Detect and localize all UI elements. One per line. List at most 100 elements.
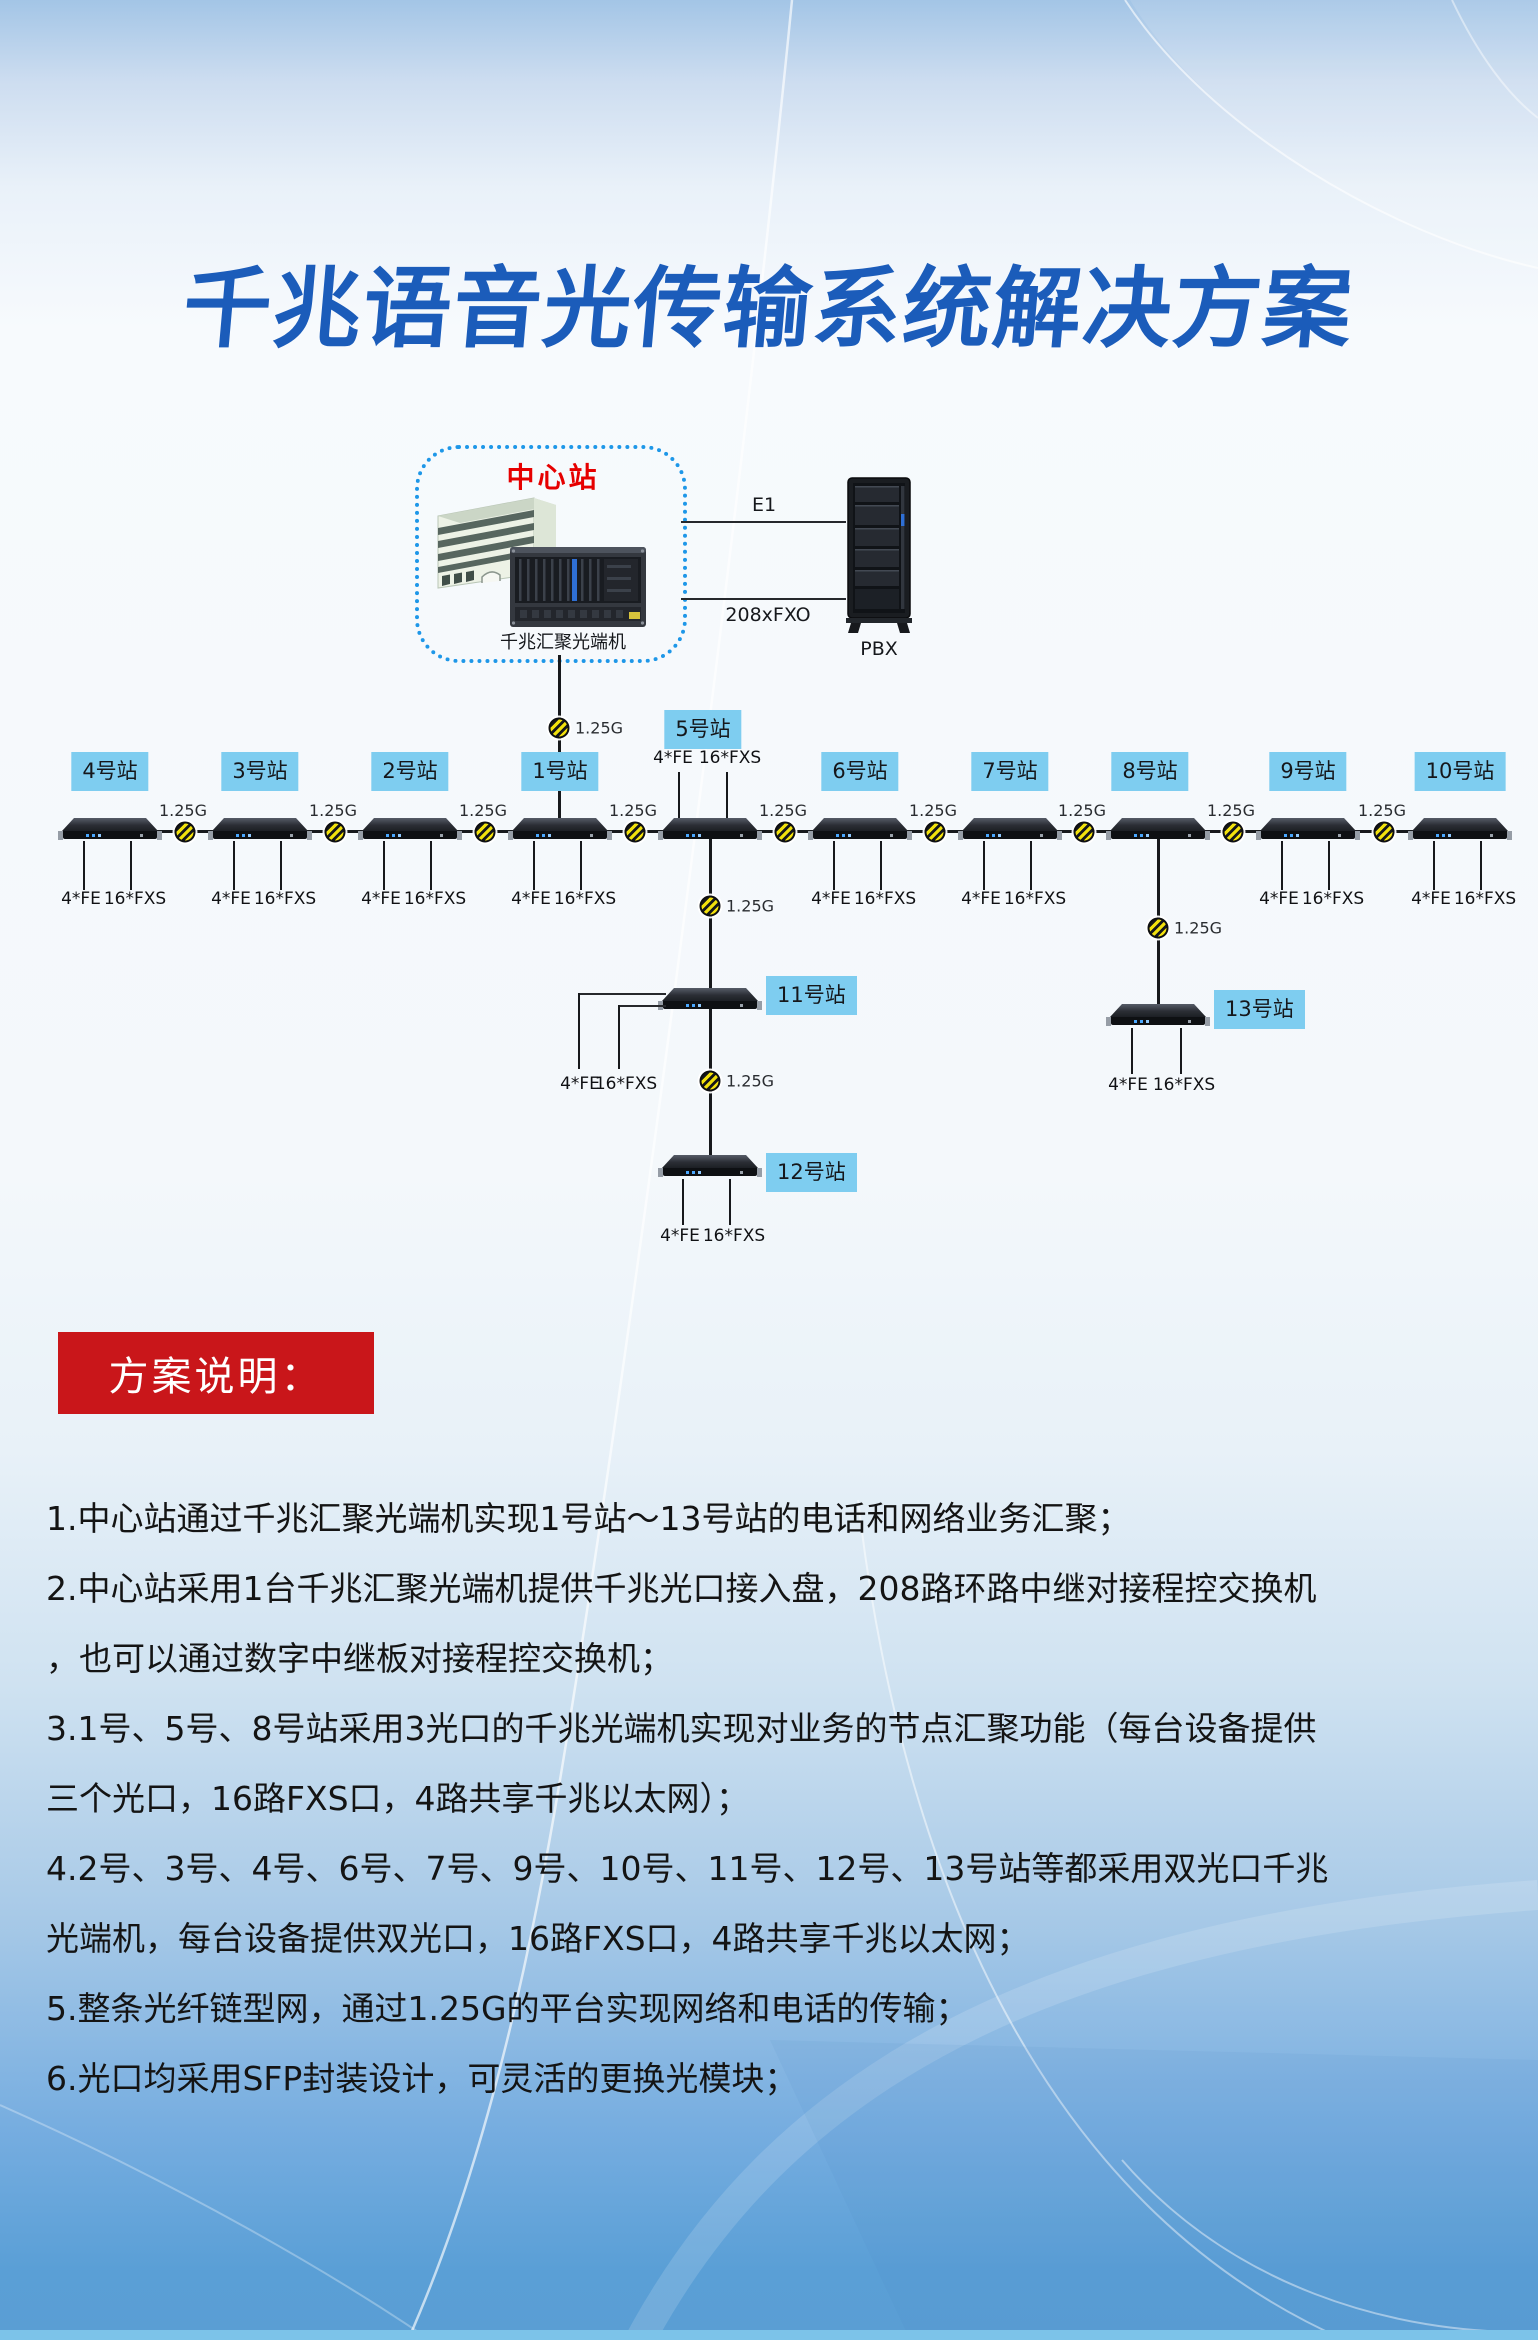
- station-label-4: 4号站: [71, 752, 149, 791]
- port-line: [833, 841, 835, 890]
- station-device-8: [1106, 818, 1210, 842]
- link-speed-label: 1.25G: [1206, 801, 1256, 820]
- port-line: [1030, 841, 1032, 890]
- port-label-fxs: 16*FXS: [1152, 1075, 1216, 1095]
- port-line: [729, 1179, 731, 1225]
- station-label-13: 13号站: [1214, 990, 1305, 1029]
- station-label-5: 5号站: [664, 710, 742, 749]
- fiber-link-icon: [924, 821, 946, 843]
- port-label-fxs: 16*FXS: [1453, 889, 1517, 909]
- note-line: 3.1号、5号、8号站采用3光口的千兆光端机实现对业务的节点汇聚功能（每台设备提…: [46, 1709, 1317, 1748]
- port-label-fe: 4*FE: [211, 889, 251, 909]
- fiber-link-icon: [474, 821, 496, 843]
- port-line: [726, 772, 728, 818]
- port-label-fe: 4*FE: [811, 889, 851, 909]
- link-speed-label: 1.25G: [908, 801, 958, 820]
- port-line: [1480, 841, 1482, 890]
- station-device-12: [658, 1155, 762, 1179]
- link-speed-label: 1.25G: [1357, 801, 1407, 820]
- port-line: [983, 841, 985, 890]
- fiber-link-icon: [699, 895, 721, 917]
- e1-label: E1: [751, 494, 777, 516]
- port-label-fe: 4*FE: [1259, 889, 1299, 909]
- port-line: [578, 993, 666, 995]
- aggregation-device-label: 千兆汇聚光端机: [500, 632, 626, 653]
- port-label-fxs: 16*FXS: [698, 748, 762, 768]
- fiber-link-icon: [699, 1070, 721, 1092]
- port-label-fe: 4*FE: [961, 889, 1001, 909]
- center-station-label: 中心站: [506, 461, 600, 494]
- port-label-fe: 4*FE: [1411, 889, 1451, 909]
- note-line: 4.2号、3号、4号、6号、7号、9号、10号、11号、12号、13号站等都采用…: [46, 1849, 1329, 1888]
- station-label-3: 3号站: [221, 752, 299, 791]
- port-line: [1328, 841, 1330, 890]
- fiber-link-icon: [1147, 917, 1169, 939]
- station-label-10: 10号站: [1414, 752, 1506, 791]
- port-label-fxs: 16*FXS: [1301, 889, 1365, 909]
- port-label-fe: 4*FE: [61, 889, 101, 909]
- port-label-fxs: 16*FXS: [702, 1226, 766, 1246]
- port-label-fxs: 16*FXS: [853, 889, 917, 909]
- note-line: 1.中心站通过千兆汇聚光端机实现1号站～13号站的电话和网络业务汇聚；: [46, 1499, 1131, 1538]
- port-line: [1281, 841, 1283, 890]
- link-speed-label: 1.25G: [575, 718, 624, 738]
- station-label-7: 7号站: [971, 752, 1049, 791]
- note-line: 2.中心站采用1台千兆汇聚光端机提供千兆光口接入盘，208路环路中继对接程控交换…: [46, 1569, 1317, 1608]
- link-speed-label: 1.25G: [1057, 801, 1107, 820]
- station-device-7: [958, 818, 1062, 842]
- notes-block: 1.中心站通过千兆汇聚光端机实现1号站～13号站的电话和网络业务汇聚； 2.中心…: [46, 1484, 1524, 2114]
- fiber-link-icon: [1373, 821, 1395, 843]
- fiber-link-icon: [774, 821, 796, 843]
- station-device-4: [58, 818, 162, 842]
- port-line: [578, 993, 580, 1069]
- fiber-link-icon: [324, 821, 346, 843]
- pbx-rack-icon: [846, 477, 912, 633]
- fiber-link-icon: [1222, 821, 1244, 843]
- port-line: [618, 1005, 620, 1069]
- aggregation-chassis-icon: [510, 547, 646, 627]
- link-speed-label: 1.25G: [158, 801, 208, 820]
- port-label-fxs: 16*FXS: [103, 889, 167, 909]
- link-speed-label: 1.25G: [608, 801, 658, 820]
- port-label-fxs: 16*FXS: [253, 889, 317, 909]
- port-label-fe: 4*FE: [361, 889, 401, 909]
- link-speed-label: 1.25G: [758, 801, 808, 820]
- port-line: [682, 1179, 684, 1225]
- fiber-link-icon: [548, 717, 570, 739]
- station-device-6: [808, 818, 912, 842]
- port-line: [83, 841, 85, 890]
- center-station-box: [415, 445, 687, 663]
- port-line: [430, 841, 432, 890]
- note-line: ，也可以通过数字中继板对接程控交换机；: [46, 1639, 673, 1678]
- e1-link-line: [681, 521, 846, 523]
- page-title: 千兆语音光传输系统解决方案: [178, 257, 1358, 360]
- bottom-strip: [0, 2330, 1538, 2340]
- port-label-fe: 4*FE: [1108, 1075, 1148, 1095]
- link-speed-label: 1.25G: [458, 801, 508, 820]
- port-line: [678, 772, 680, 818]
- port-label-fe: 4*FE: [653, 748, 693, 768]
- fxo-label: 208xFXO: [725, 604, 811, 626]
- port-line: [1433, 841, 1435, 890]
- port-line: [280, 841, 282, 890]
- note-line: 光端机，每台设备提供双光口，16路FXS口，4路共享千兆以太网；: [46, 1919, 1030, 1958]
- port-line: [233, 841, 235, 890]
- link-speed-label: 1.25G: [308, 801, 358, 820]
- station-device-11: [658, 988, 762, 1012]
- note-line: 5.整条光纤链型网，通过1.25G的平台实现网络和电话的传输；: [46, 1989, 969, 2028]
- port-line: [580, 841, 582, 890]
- station-device-13: [1106, 1004, 1210, 1028]
- fxo-link-line: [681, 598, 846, 600]
- port-label-fe: 4*FE: [660, 1226, 700, 1246]
- station-device-3: [208, 818, 312, 842]
- station-label-2: 2号站: [371, 752, 449, 791]
- port-label-fxs: 16*FXS: [594, 1074, 658, 1094]
- port-line: [533, 841, 535, 890]
- port-line: [880, 841, 882, 890]
- fiber-link-icon: [624, 821, 646, 843]
- center-to-1-line: [558, 655, 561, 831]
- port-line: [383, 841, 385, 890]
- port-line: [130, 841, 132, 890]
